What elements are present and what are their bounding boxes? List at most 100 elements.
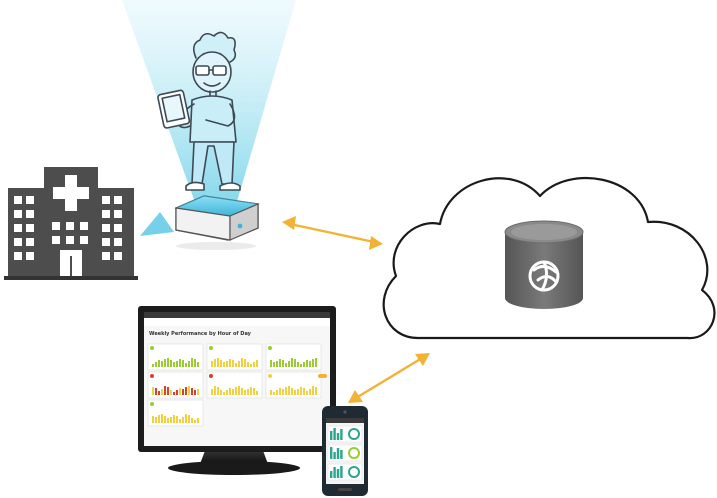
panel-status-dot	[209, 374, 213, 378]
panel-bar	[306, 360, 308, 367]
panel-bar	[158, 415, 160, 423]
panel-bar	[170, 360, 172, 367]
phone-bar	[336, 448, 340, 459]
panel-bar	[300, 387, 302, 395]
panel-bar	[279, 388, 281, 395]
panel-bar	[315, 387, 317, 395]
panel-bar	[179, 359, 181, 367]
panel-status-dot	[150, 346, 154, 350]
dashboard-panel	[147, 399, 204, 427]
panel-bar	[276, 361, 278, 367]
phone-bar	[340, 466, 343, 478]
signal-triangle-icon	[140, 212, 174, 236]
panel-bar	[306, 391, 308, 395]
panel-bar	[253, 388, 255, 395]
panel-bar	[309, 389, 311, 395]
phone-bar	[333, 467, 336, 478]
panel-bar	[158, 360, 160, 367]
panel-bar	[197, 362, 199, 367]
panel-bar	[270, 390, 272, 395]
dashboard-panel	[147, 371, 204, 399]
panel-bar	[232, 389, 234, 395]
panel-bar	[179, 388, 181, 395]
phone-bar	[330, 471, 333, 478]
panel-bar	[220, 360, 222, 367]
brand-logo-icon	[528, 260, 560, 292]
panel-bar	[256, 360, 258, 367]
panel-bar	[247, 389, 249, 395]
panel-bar	[244, 390, 246, 395]
panel-bar	[229, 359, 231, 367]
dashboard-panel	[206, 343, 263, 371]
panel-bar	[241, 358, 243, 367]
panel-bar	[197, 389, 199, 395]
panel-bar	[312, 359, 314, 367]
panel-bar	[167, 358, 169, 367]
panel-bar	[214, 359, 216, 367]
dashboard-panel	[206, 371, 263, 399]
panel-bar	[238, 386, 240, 395]
dashboard-panel	[147, 343, 204, 371]
phone-donut	[348, 466, 360, 478]
phone-bar	[336, 433, 340, 440]
panel-bar	[223, 392, 225, 395]
panel-bar	[300, 364, 302, 367]
panel-bar	[279, 359, 281, 367]
panel-bar	[220, 390, 222, 395]
panel-bar	[217, 387, 219, 395]
panel-bar	[176, 361, 178, 367]
panel-bar	[158, 391, 160, 395]
dashboard-panels	[147, 343, 327, 427]
panel-bar	[297, 362, 299, 367]
panel-bar	[182, 417, 184, 423]
panel-bar	[164, 359, 166, 367]
phone-donut	[348, 447, 360, 459]
panel-bar	[211, 361, 213, 367]
panel-bar	[276, 390, 278, 395]
phone-bar	[333, 452, 336, 459]
panel-bar	[179, 419, 181, 423]
panel-bar	[232, 360, 234, 367]
panel-bar	[173, 415, 175, 423]
panel-bar	[176, 390, 178, 395]
panel-bar	[188, 415, 190, 423]
panel-status-dot	[150, 402, 154, 406]
desktop-monitor-icon: Weekly Performance by Hour of Day	[138, 306, 336, 475]
panel-bar	[191, 388, 193, 395]
panel-bar	[309, 361, 311, 367]
panel-bar	[155, 362, 157, 367]
panel-bar	[294, 359, 296, 367]
panel-bar	[182, 360, 184, 367]
panel-bar	[273, 392, 275, 395]
panel-bar	[164, 416, 166, 423]
panel-bar	[161, 389, 163, 395]
panel-bar	[194, 420, 196, 423]
panel-bar	[197, 418, 199, 423]
panel-bar	[191, 358, 193, 367]
panel-bar	[176, 416, 178, 423]
panel-bar	[285, 387, 287, 395]
phone-widgets	[327, 425, 363, 481]
phone-bar	[340, 450, 343, 459]
phone-bar	[336, 469, 340, 478]
panel-bar	[312, 386, 314, 395]
smartphone-icon	[322, 406, 368, 496]
hospital-building-icon	[4, 167, 138, 280]
panel-bar	[155, 417, 157, 423]
panel-bar	[152, 387, 154, 395]
panel-status-dot	[209, 346, 213, 350]
panel-bar	[250, 387, 252, 395]
phone-bar	[340, 429, 343, 440]
panel-bar	[294, 390, 296, 395]
panel-bar	[226, 390, 228, 395]
panel-bar	[244, 359, 246, 367]
panel-bar	[226, 361, 228, 367]
panel-bar	[247, 362, 249, 367]
panel-bar	[235, 363, 237, 367]
panel-status-dot	[268, 374, 272, 378]
panel-bar	[185, 363, 187, 367]
database-cylinder-icon	[504, 220, 584, 309]
phone-card	[327, 463, 363, 481]
panel-bar	[273, 362, 275, 367]
panel-bar	[188, 386, 190, 395]
